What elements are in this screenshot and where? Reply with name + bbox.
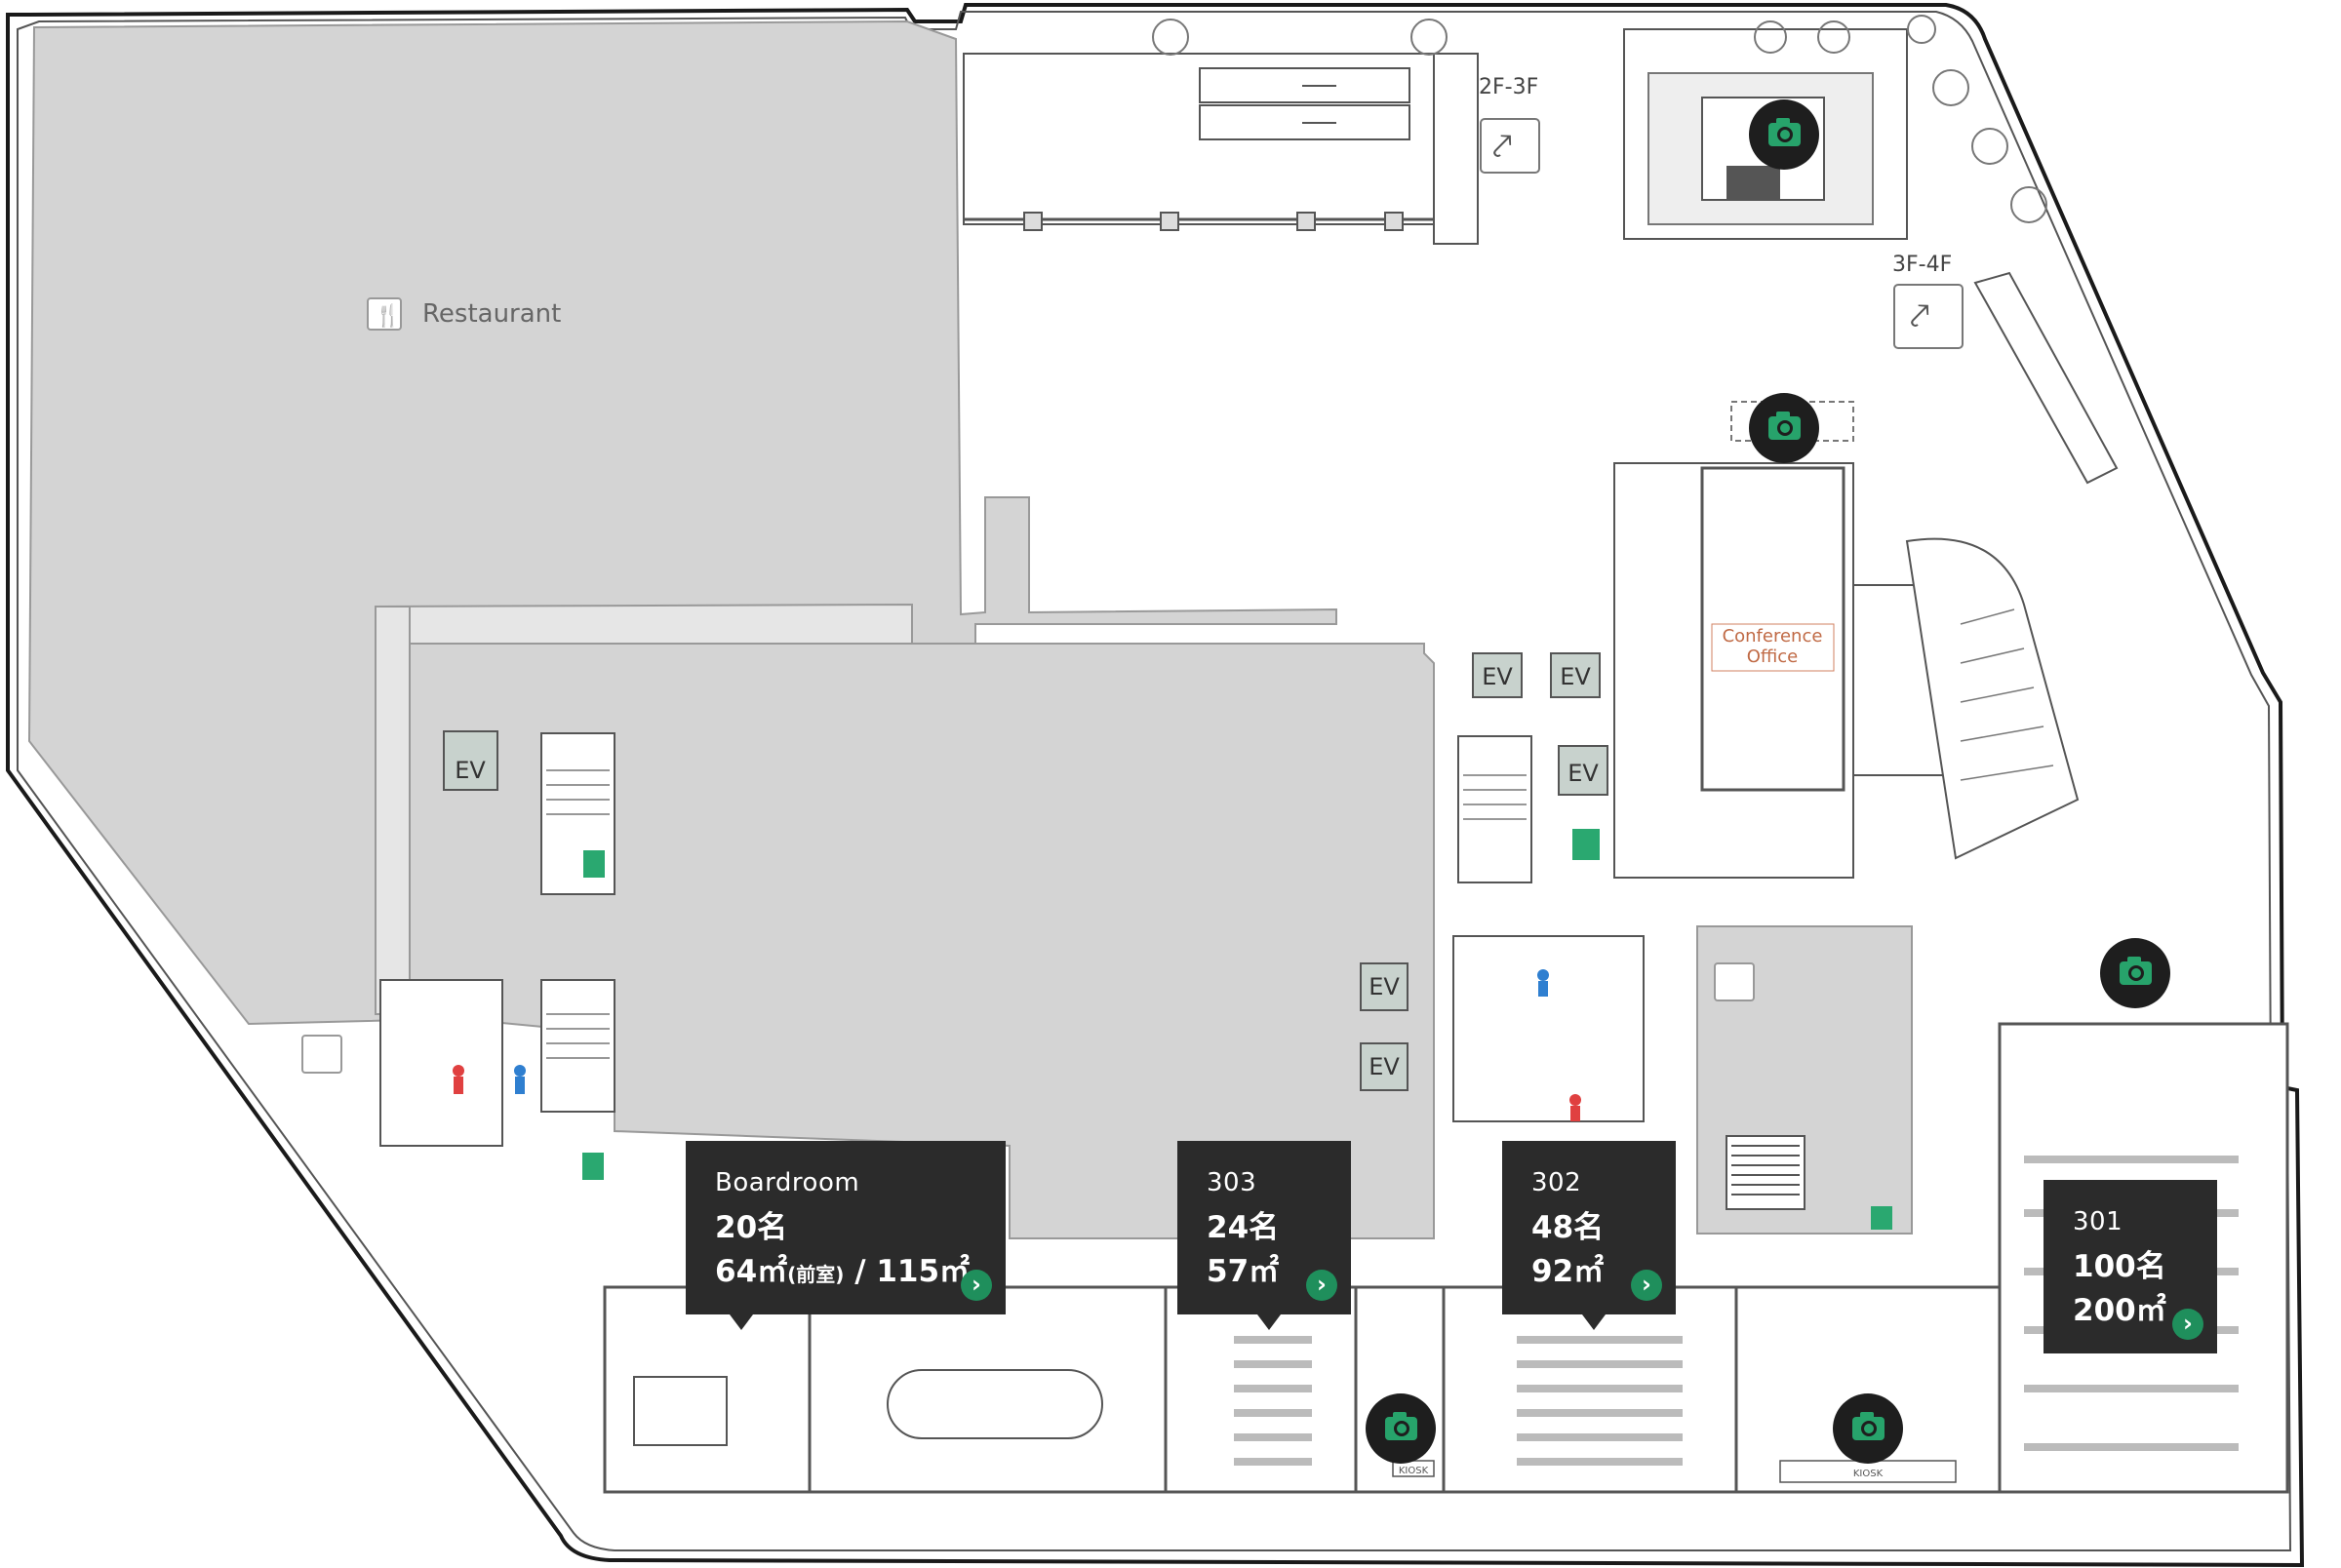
camera-icon[interactable]	[1366, 1393, 1436, 1464]
escalator-2f-3f	[1199, 67, 1410, 140]
elevator-label: EV	[1560, 663, 1591, 690]
room-area: 92㎡	[1531, 1254, 1605, 1289]
restaurant-label: Restaurant	[422, 299, 561, 329]
room-area: 57㎡	[1207, 1254, 1280, 1289]
room-card-301[interactable]: 301 100名 200㎡ ›	[2043, 1180, 2217, 1353]
elevator-label: EV	[1482, 663, 1513, 690]
chevron-right-icon[interactable]: ›	[2172, 1309, 2203, 1340]
room-card-303[interactable]: 303 24名 57㎡ ›	[1177, 1141, 1351, 1330]
room-name: 302	[1531, 1168, 1582, 1197]
elevator-label: EV	[1369, 1053, 1400, 1080]
chevron-right-icon[interactable]: ›	[1306, 1270, 1337, 1301]
camera-icon[interactable]	[1749, 99, 1819, 170]
room-area: 200㎡	[2073, 1293, 2166, 1328]
room-card-302[interactable]: 302 48名 92㎡ ›	[1502, 1141, 1676, 1330]
room-capacity: 48名	[1531, 1210, 1605, 1245]
room-name: 303	[1207, 1168, 1257, 1197]
chevron-right-icon[interactable]: ›	[961, 1270, 992, 1301]
svg-text:⤤: ⤤	[1910, 296, 1929, 336]
elevator-label: EV	[1567, 760, 1599, 787]
room-name: Boardroom	[715, 1168, 860, 1197]
conference-office-label-1: Conference	[1723, 626, 1823, 647]
chevron-right-icon[interactable]: ›	[1631, 1270, 1662, 1301]
kiosk-label: KIOSK	[1853, 1469, 1884, 1479]
conference-office-label-2: Office	[1747, 647, 1799, 667]
room-card-boardroom[interactable]: Boardroom 20名 64㎡(前室) / 115㎡ ›	[686, 1141, 1006, 1330]
room-capacity: 24名	[1207, 1210, 1280, 1245]
escalator-label-3f-4f: 3F-4F	[1892, 253, 1952, 277]
elevator-label: EV	[1369, 973, 1400, 1000]
room-capacity: 100名	[2073, 1249, 2166, 1284]
elevator-label: EV	[455, 757, 486, 784]
escalator-label-2f-3f: 2F-3F	[1479, 75, 1538, 99]
room-name: 301	[2073, 1207, 2123, 1236]
kiosk-label: KIOSK	[1399, 1466, 1429, 1476]
room-area: 64㎡(前室) / 115㎡	[715, 1254, 971, 1289]
svg-text:⤤: ⤤	[1492, 127, 1512, 167]
room-capacity: 20名	[715, 1210, 788, 1245]
boardroom-table	[887, 1369, 1103, 1439]
camera-icon[interactable]	[1833, 1393, 1903, 1464]
camera-icon[interactable]	[2100, 938, 2170, 1008]
camera-icon[interactable]	[1749, 393, 1819, 463]
svg-text:🍴: 🍴	[375, 303, 401, 329]
